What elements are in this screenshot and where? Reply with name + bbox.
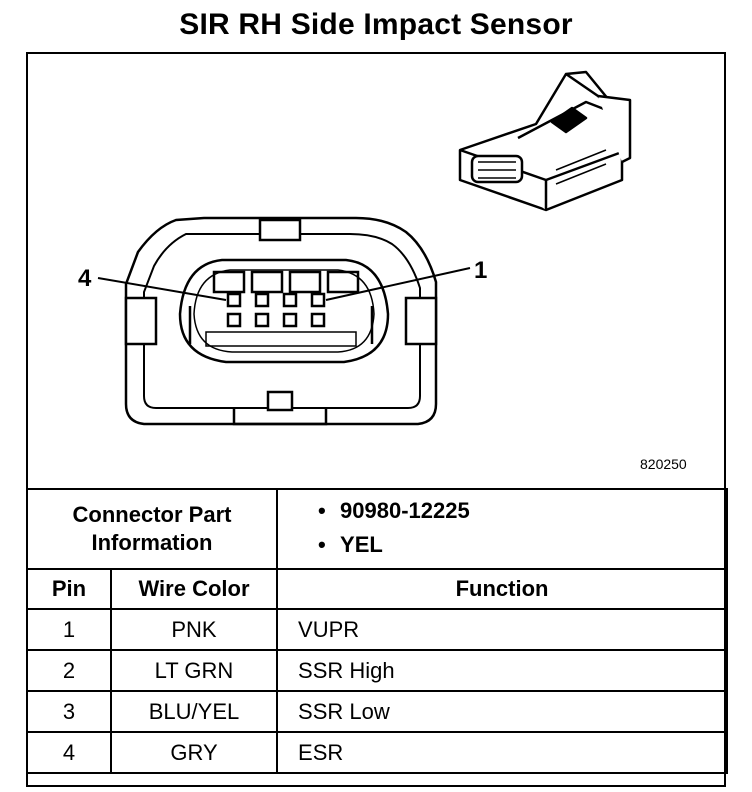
function-cell: SSR Low <box>276 690 729 733</box>
connector-info-row: Connector Part Information • 90980-12225 … <box>25 488 729 570</box>
table-row: 3 BLU/YEL SSR Low <box>26 690 729 733</box>
bullet: • <box>318 498 326 523</box>
function-cell: ESR <box>276 731 729 774</box>
table-row: 1 PNK VUPR <box>26 608 729 651</box>
pin-cell: 1 <box>26 608 112 651</box>
header-wire-color: Wire Color <box>109 568 279 610</box>
pin-callout-1: 1 <box>474 257 487 284</box>
part-number-value: 90980-12225 <box>340 498 470 523</box>
page-title: SIR RH Side Impact Sensor <box>179 8 573 41</box>
connector-info-label: Connector Part Information <box>25 488 279 570</box>
wire-color-cell: LT GRN <box>109 649 279 692</box>
pin-cell: 4 <box>26 731 112 774</box>
pin-callout-4: 4 <box>78 265 92 292</box>
wire-color-cell: GRY <box>109 731 279 774</box>
connector-color-value: YEL <box>340 532 383 557</box>
diagram-frame <box>26 52 726 787</box>
header-pin: Pin <box>26 568 112 610</box>
connector-diagram: 4 1 <box>78 70 632 426</box>
figure-id: 820250 <box>640 456 687 472</box>
wire-color-cell: BLU/YEL <box>109 690 279 733</box>
wire-color-cell: PNK <box>109 608 279 651</box>
table-header-row: Pin Wire Color Function <box>26 568 729 610</box>
table-row: 4 GRY ESR <box>26 731 729 774</box>
connector-color: • YEL <box>318 528 726 562</box>
connector-info-values: • 90980-12225 • YEL <box>276 488 729 570</box>
pinout-table: Connector Part Information • 90980-12225 … <box>25 488 729 774</box>
connector-isometric <box>458 70 632 212</box>
table-row: 2 LT GRN SSR High <box>26 649 729 692</box>
function-cell: VUPR <box>276 608 729 651</box>
pin-callouts <box>97 267 471 301</box>
function-cell: SSR High <box>276 649 729 692</box>
header-function: Function <box>276 568 729 610</box>
pin-cell: 2 <box>26 649 112 692</box>
connector-info-label-line1: Connector Part <box>72 502 232 527</box>
bullet: • <box>318 532 326 557</box>
pin-cell: 3 <box>26 690 112 733</box>
part-number: • 90980-12225 <box>318 494 726 528</box>
connector-face <box>124 216 438 426</box>
connector-info-label-line2: Information <box>91 530 213 555</box>
